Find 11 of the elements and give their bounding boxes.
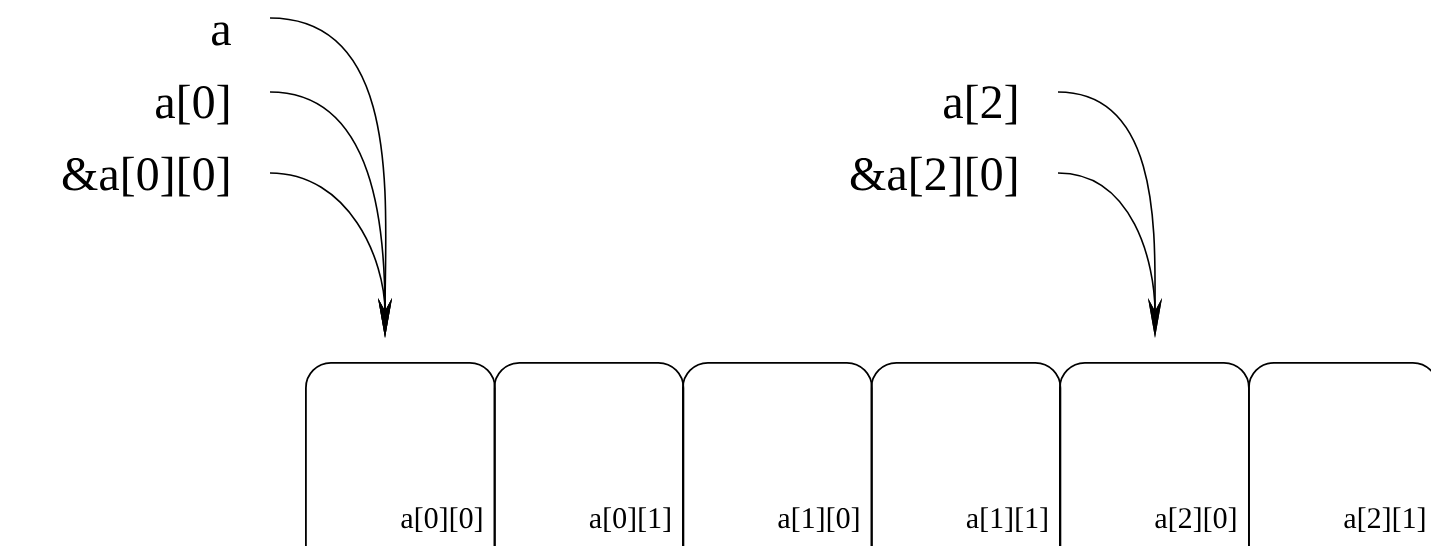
- array-cell: a[1][1]: [870, 362, 1062, 546]
- array-cell: a[0][0]: [305, 362, 496, 546]
- pointer-label: a[0]: [156, 84, 229, 125]
- pointer-label: &a[2][0]: [850, 156, 1017, 197]
- pointer-label: a[2]: [944, 84, 1017, 125]
- array-cell: a[0][1]: [493, 362, 685, 546]
- array-cell: a[2][1]: [1248, 362, 1431, 546]
- array-cell: a[2][0]: [1059, 362, 1250, 546]
- array-cell: a[1][0]: [682, 362, 873, 546]
- pointer-label: &a[0][0]: [62, 156, 229, 197]
- pointer-label: a: [212, 22, 231, 46]
